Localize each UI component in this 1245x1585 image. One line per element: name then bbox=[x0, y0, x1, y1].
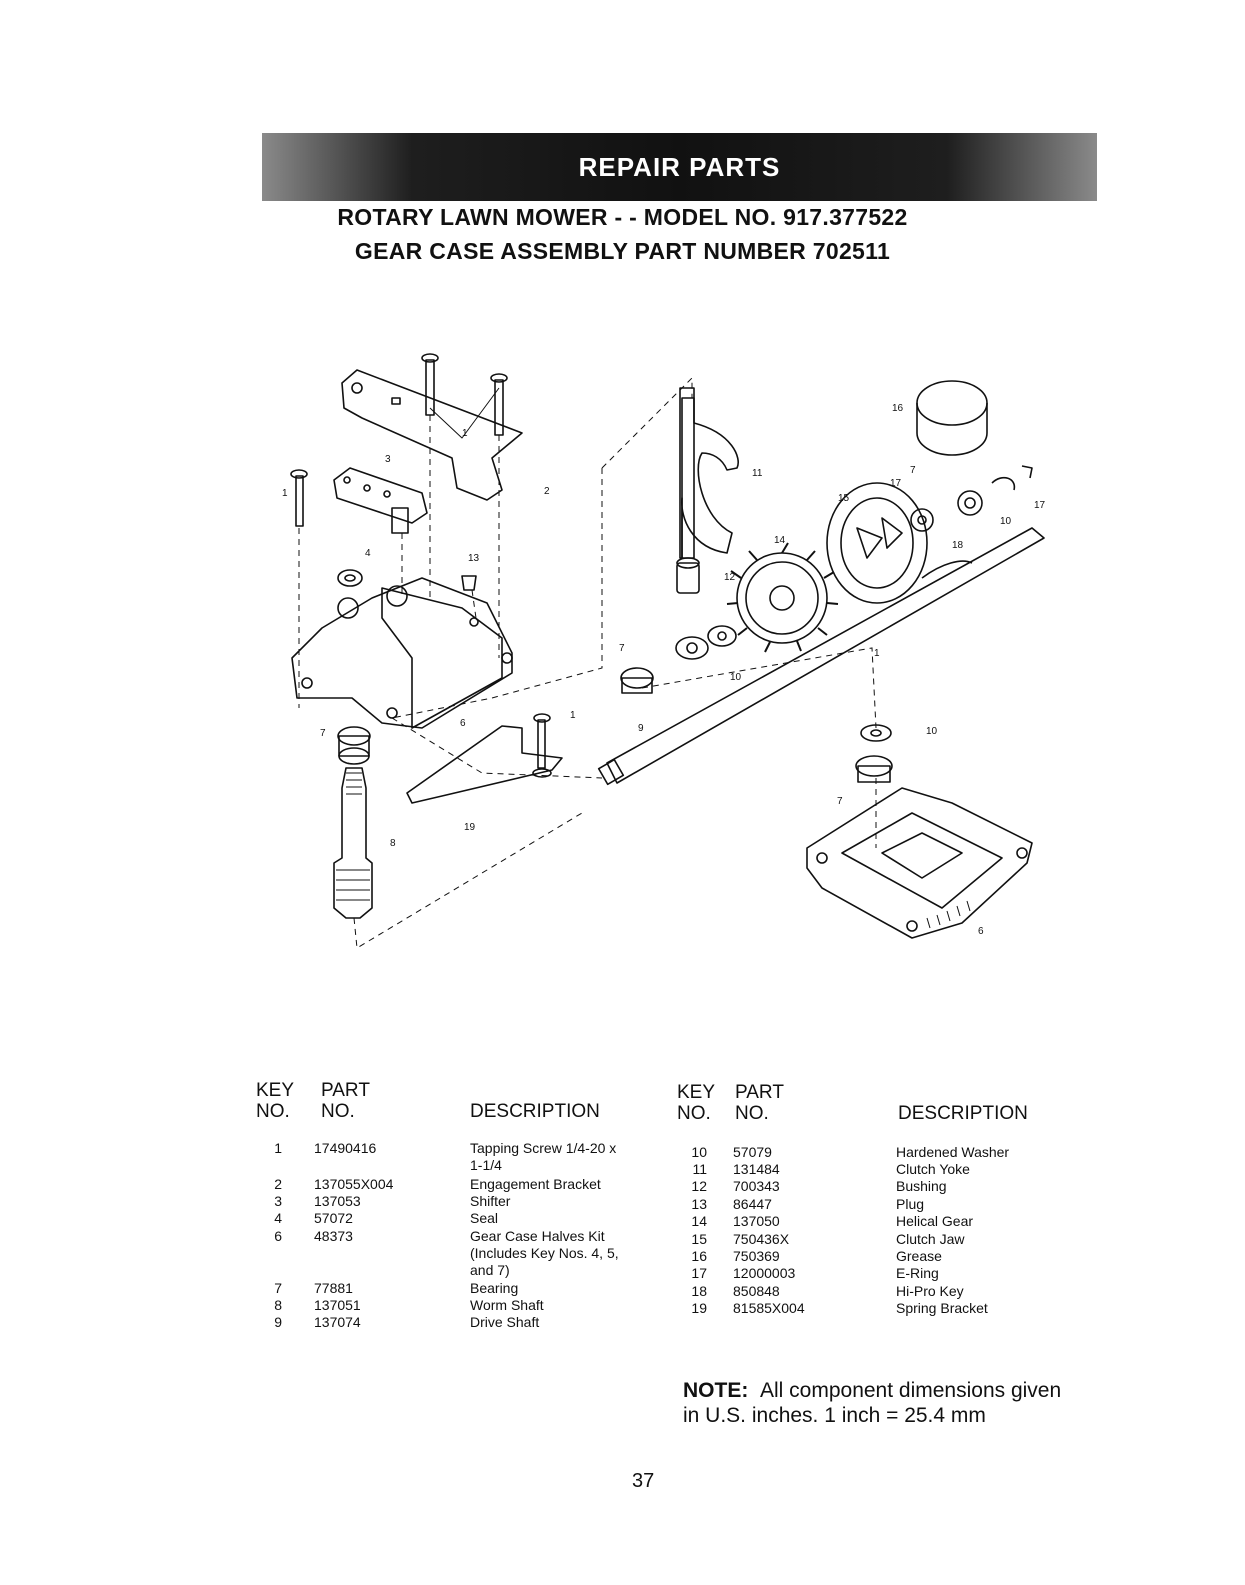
header-description-right: DESCRIPTION bbox=[898, 1103, 1028, 1124]
engagement-bracket bbox=[341, 369, 523, 501]
callout-10: 10 bbox=[926, 726, 938, 737]
seal bbox=[337, 569, 363, 587]
exploded-parts-diagram: 1 2 3 1 4 13 11 12 14 15 16 17 7 17 10 1… bbox=[282, 353, 1046, 949]
callout-13: 13 bbox=[468, 553, 480, 564]
banner-title: REPAIR PARTS bbox=[578, 151, 781, 182]
parts-table-left: 1 17490416 Tapping Screw 1/4-20 x 1-1/4 … bbox=[274, 1140, 619, 1330]
callout-11: 11 bbox=[752, 468, 763, 479]
note-text-line2: in U.S. inches. 1 inch = 25.4 mm bbox=[683, 1404, 986, 1427]
callout-12: 12 bbox=[724, 572, 736, 583]
parts-table-right: 10 57079 Hardened Washer 11 131484 Clutc… bbox=[691, 1144, 1010, 1316]
callout-17: 17 bbox=[890, 478, 902, 489]
callout-1: 1 bbox=[462, 428, 468, 439]
clutch-jaw bbox=[826, 482, 928, 604]
description-continuation: and 7) bbox=[470, 1262, 510, 1278]
repair-parts-banner: REPAIR PARTS bbox=[262, 133, 1097, 201]
callout-7: 7 bbox=[910, 465, 916, 476]
callout-18: 18 bbox=[952, 540, 964, 551]
callout-7: 7 bbox=[837, 796, 843, 807]
header-key-left: KEY NO. bbox=[256, 1080, 295, 1122]
callout-19: 19 bbox=[464, 822, 476, 833]
description-continuation: 1-1/4 bbox=[470, 1157, 502, 1173]
note-text-line1: All component dimensions given bbox=[760, 1379, 1062, 1402]
gear-case-lower bbox=[806, 787, 1033, 939]
callout-9: 9 bbox=[638, 723, 644, 734]
gear-case-upper bbox=[291, 577, 513, 729]
page-number: 37 bbox=[632, 1470, 655, 1492]
callout-15: 15 bbox=[838, 493, 850, 504]
callout-1: 1 bbox=[874, 648, 880, 659]
callout-10: 10 bbox=[1000, 516, 1012, 527]
callout-2: 2 bbox=[544, 486, 550, 497]
callout-1: 1 bbox=[282, 488, 288, 499]
callout-8: 8 bbox=[390, 838, 396, 849]
drive-shaft bbox=[606, 527, 1045, 784]
callout-1: 1 bbox=[570, 710, 576, 721]
callout-4: 4 bbox=[365, 548, 371, 559]
spring-bracket bbox=[406, 725, 563, 804]
model-title: ROTARY LAWN MOWER - - MODEL NO. 917.3775… bbox=[337, 204, 908, 230]
callout-17: 17 bbox=[1034, 500, 1046, 511]
note-label: NOTE: bbox=[683, 1379, 749, 1402]
assembly-title: GEAR CASE ASSEMBLY PART NUMBER 702511 bbox=[354, 238, 891, 264]
grease-container bbox=[916, 380, 988, 426]
callout-7: 7 bbox=[619, 643, 625, 654]
callout-6: 6 bbox=[460, 718, 466, 729]
callout-6: 6 bbox=[978, 926, 984, 937]
callout-3: 3 bbox=[385, 454, 391, 465]
callout-14: 14 bbox=[774, 535, 786, 546]
header-part-left: PART NO. bbox=[321, 1080, 370, 1122]
shifter bbox=[333, 467, 428, 524]
clutch-yoke bbox=[679, 387, 739, 559]
callout-10: 10 bbox=[730, 672, 742, 683]
dimension-note: NOTE: All component dimensions given in … bbox=[683, 1378, 1061, 1428]
callout-7: 7 bbox=[320, 728, 326, 739]
header-key-right: KEY NO. bbox=[677, 1082, 716, 1124]
header-description-left: DESCRIPTION bbox=[470, 1101, 600, 1122]
callout-16: 16 bbox=[892, 403, 904, 414]
worm-shaft bbox=[333, 767, 373, 919]
helical-gear bbox=[726, 542, 839, 653]
description-continuation: (Includes Key Nos. 4, 5, bbox=[470, 1245, 619, 1261]
header-part-right: PART NO. bbox=[735, 1082, 784, 1124]
